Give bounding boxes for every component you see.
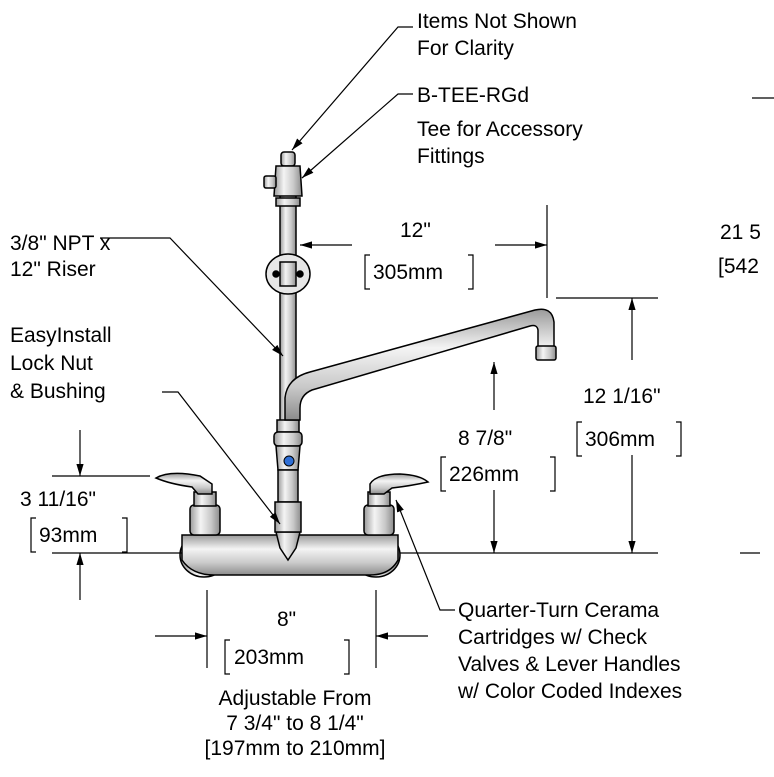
callout-tee-line3: Fittings — [417, 145, 485, 168]
mm-brackets — [30, 254, 682, 675]
callout-locknut-line3: & Bushing — [10, 380, 106, 403]
dim-centers-mm: 203mm — [234, 646, 305, 669]
dimension-lines — [52, 97, 774, 668]
dim-centers-inches: 8" — [277, 608, 297, 631]
dim-reach-mm: 305mm — [373, 261, 444, 284]
dim-clearance-inches: 8 7/8" — [458, 427, 513, 450]
index-blue-icon — [283, 455, 295, 467]
dim-handle-height-inches: 3 11/16" — [20, 488, 96, 511]
adjustable-line2: 7 3/4" to 8 1/4" — [226, 712, 364, 735]
callout-riser-line2: 12" Riser — [10, 258, 96, 281]
callout-cartridges-line1: Quarter-Turn Cerama — [458, 599, 660, 622]
callout-cartridges-line2: Cartridges w/ Check — [458, 626, 648, 649]
faucet-body — [154, 151, 557, 578]
dim-overall-mm-partial: [542 — [718, 255, 759, 278]
dim-clearance-mm: 226mm — [449, 463, 520, 486]
callout-riser-line1: 3/8" NPT x — [10, 232, 111, 255]
callout-cartridges-line4: w/ Color Coded Indexes — [458, 680, 683, 703]
dim-spout-height-mm: 306mm — [585, 428, 656, 451]
callout-items-not-shown-line1: Items Not Shown — [417, 10, 577, 33]
callout-locknut-line2: Lock Nut — [10, 352, 93, 375]
adjustable-line3: [197mm to 210mm] — [204, 737, 386, 760]
dim-spout-height-inches: 12 1/16" — [583, 385, 661, 408]
callout-cartridges-line3: Valves & Lever Handles — [458, 653, 681, 676]
leader-lines — [100, 26, 455, 611]
dim-handle-height-mm: 93mm — [39, 524, 98, 547]
adjustable-line1: Adjustable From — [218, 687, 372, 710]
callout-items-not-shown-line2: For Clarity — [417, 37, 514, 60]
callout-locknut-line1: EasyInstall — [10, 324, 112, 347]
dim-overall-inches-partial: 21 5 — [720, 221, 761, 244]
dim-reach-inches: 12" — [400, 219, 431, 242]
callout-tee-line1: B-TEE-RGd — [417, 84, 530, 107]
callout-tee-line2: Tee for Accessory — [417, 118, 583, 141]
